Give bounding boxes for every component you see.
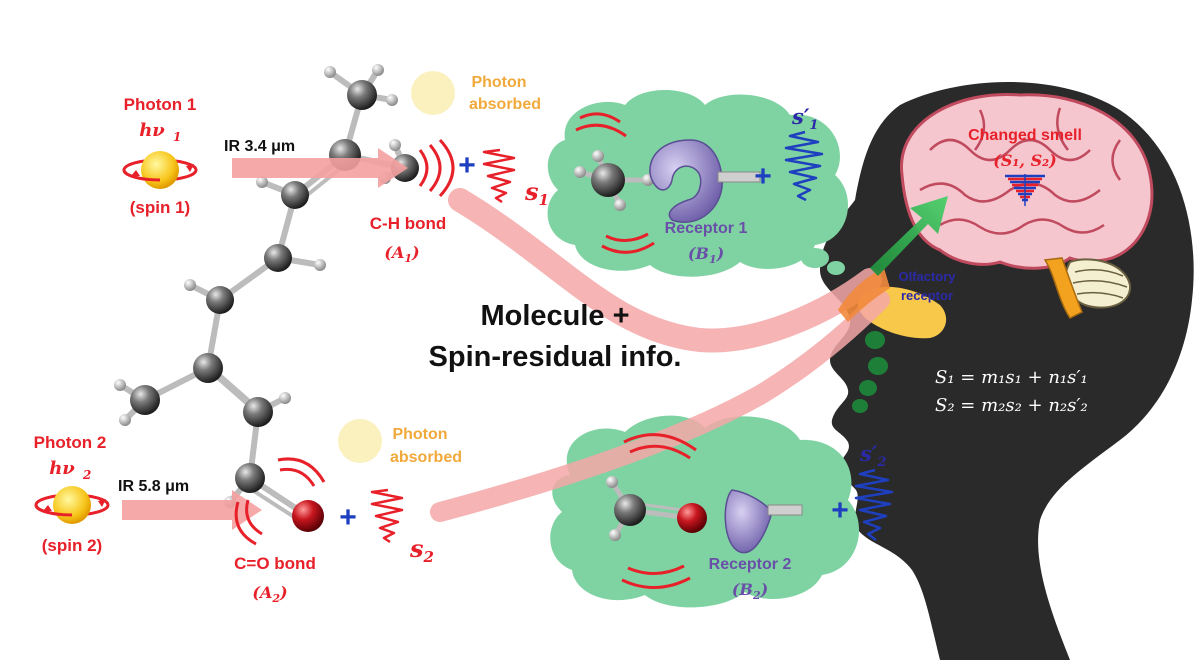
photon2-ir-label: IR 5.8 μm [118,478,189,495]
receptor1-cloud [547,90,849,277]
receptor2-signal-wave [854,468,894,541]
photon1-sun-icon [141,151,179,189]
olfactory-line1: Olfactory [898,269,956,284]
photon1-ir-label: IR 3.4 μm [224,138,295,155]
plus-3: + [754,160,772,193]
bond2-label: C=O bond [234,554,316,573]
signal1-wave [482,148,516,204]
photon1-ir-arrow [232,148,408,188]
photon-absorbed-bottom-line2: absorbed [390,449,462,466]
photon1-title: Photon 1 [124,95,197,114]
signal2-wave [370,488,404,544]
olfactory-line2: receptor [901,288,953,303]
photon1: Photon 1 hν 1 (spin 1) IR 3.4 μm [122,95,408,217]
photon-absorbed-top: Photon absorbed [411,71,541,115]
photon-absorbed-bottom: Photon absorbed [338,419,462,466]
receptor1-sym: (B1) [688,244,724,266]
photon-absorbed-top-line2: absorbed [469,96,541,113]
beam-upper [448,188,882,353]
photon1-spin: (spin 1) [130,198,190,217]
beam-lower [430,290,890,522]
equation-2: S₂ = m₂s₂ + n₂s′₂ [935,395,1088,416]
center-line1: Molecule + [480,300,629,332]
green-arrow-to-brain [870,196,948,276]
photon2-energy-sub: 2 [82,468,91,482]
photon2-ir-arrow [122,490,262,530]
photon2-sun-icon [53,486,91,524]
bond1-label: C-H bond [370,214,446,233]
receptor1-label: Receptor 1 [665,220,748,237]
photon2-spin: (spin 2) [42,536,102,555]
bond1-sym: (A1) [384,243,419,265]
photon1-energy-sub: 1 [173,130,181,144]
bond1: C-H bond (A1) [370,138,455,265]
nose-dots [852,331,888,413]
equation-1: S₁ = m₁s₁ + n₁s′₁ [935,367,1088,388]
receptor1-signal-wave [784,130,824,202]
receptor1-signal-sym: s′1 [791,104,818,133]
plus-2: + [339,501,357,534]
plus-1: + [458,149,476,182]
signal1-sym: s1 [524,177,549,209]
photon2-title: Photon 2 [34,433,107,452]
photon1-energy: hν [139,120,165,141]
plus-4: + [831,494,849,527]
receptor2: Receptor 2 (B2) + s′2 [606,433,894,602]
bond2: C=O bond (A2) [234,457,326,605]
receptor1: Receptor 1 (B1) + s′1 [574,104,824,266]
brain-wave-icon [1005,174,1045,206]
photon2: Photon 2 hν 2 (spin 2) IR 5.8 μm [34,433,262,555]
brain-label: Changed smell [968,127,1082,144]
photon2-energy: hν [49,458,75,479]
receptor2-sym: (B2) [732,580,768,602]
photon-absorbed-bottom-line1: Photon [392,426,447,443]
receptor2-label: Receptor 2 [709,556,792,573]
receptor2-signal-sym: s′2 [859,441,886,470]
signal2-sym: s2 [409,534,434,566]
photon-absorbed-top-line1: Photon [471,74,526,91]
center-line2: Spin-residual info. [429,341,682,373]
brain-sym: (S₁, S₂) [993,151,1056,170]
bond2-sym: (A2) [252,583,287,605]
